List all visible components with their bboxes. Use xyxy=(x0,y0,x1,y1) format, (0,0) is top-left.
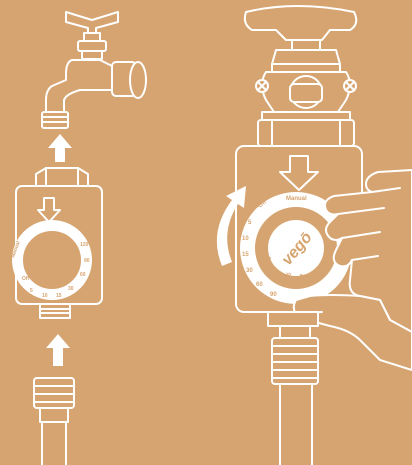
left-dial-label-120: 120 xyxy=(80,242,89,248)
left-dial-label-30: 30 xyxy=(68,286,74,292)
right-faucet-icon xyxy=(245,6,356,146)
right-dial-label-60: 60 xyxy=(256,282,263,288)
left-dial-label-5: 5 xyxy=(30,288,33,294)
right-hose-icon xyxy=(268,312,318,465)
right-dial-label-10: 10 xyxy=(242,236,249,242)
left-hose-icon xyxy=(34,378,74,465)
right-dial-label-15: 15 xyxy=(242,252,249,258)
left-dial-label-off: Off xyxy=(22,276,30,282)
left-dial-label-60: 60 xyxy=(80,272,86,278)
left-dial-label-15: 15 xyxy=(56,293,62,299)
left-dial-label-90: 90 xyxy=(84,258,90,264)
right-dial-label-90: 90 xyxy=(270,292,277,298)
left-dial-label-10: 10 xyxy=(42,293,48,299)
right-dial-label-manual: Manual xyxy=(286,196,307,202)
arrow-up-icon xyxy=(48,134,72,162)
left-faucet-icon xyxy=(42,12,146,128)
arrow-down-icon xyxy=(46,334,70,366)
right-dial-label-30: 30 xyxy=(246,268,253,274)
